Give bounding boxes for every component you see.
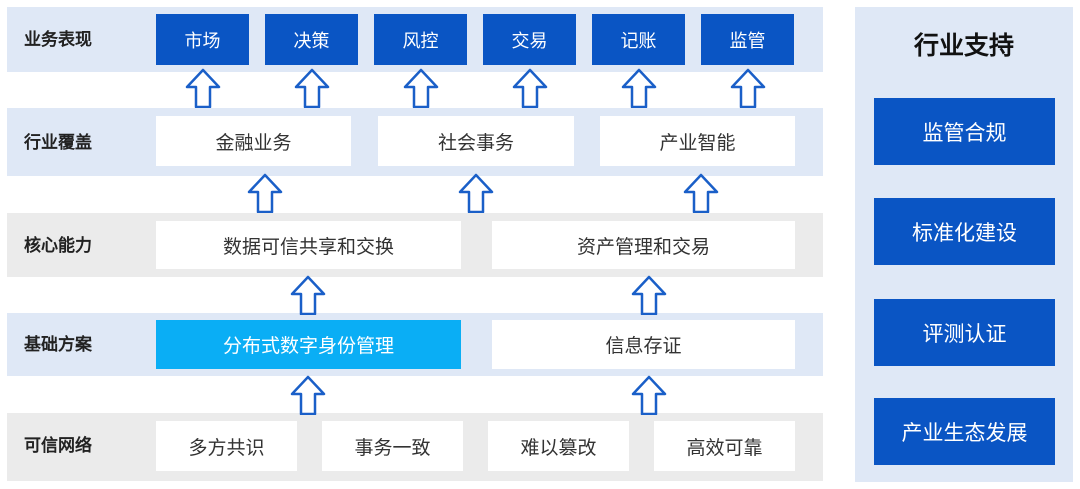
up-arrow-icon <box>290 375 326 415</box>
network-box-consistency: 事务一致 <box>322 421 463 471</box>
up-arrow-icon <box>247 173 283 213</box>
row-label-core: 核心能力 <box>24 236 92 256</box>
industry-box-intelligence: 产业智能 <box>600 116 795 166</box>
up-arrow-icon <box>512 68 548 108</box>
up-arrow-icon <box>683 173 719 213</box>
core-box-data-sharing: 数据可信共享和交换 <box>156 221 461 269</box>
up-arrow-icon <box>631 375 667 415</box>
row-label-foundation: 基础方案 <box>24 335 92 355</box>
foundation-box-did: 分布式数字身份管理 <box>156 320 461 369</box>
core-box-asset-management: 资产管理和交易 <box>492 221 795 269</box>
network-box-consensus: 多方共识 <box>156 421 297 471</box>
up-arrow-icon <box>185 68 221 108</box>
up-arrow-icon <box>290 275 326 315</box>
row-label-industry: 行业覆盖 <box>24 133 92 153</box>
business-box-market: 市场 <box>156 14 249 65</box>
support-title: 行业支持 <box>913 31 1014 60</box>
industry-box-finance: 金融业务 <box>156 116 351 166</box>
up-arrow-icon <box>631 275 667 315</box>
business-box-decision: 决策 <box>265 14 358 65</box>
business-box-bookkeeping: 记账 <box>592 14 685 65</box>
support-box-standards: 标准化建设 <box>874 198 1055 265</box>
up-arrow-icon <box>621 68 657 108</box>
network-box-tamper-proof: 难以篡改 <box>488 421 629 471</box>
business-box-trading: 交易 <box>483 14 576 65</box>
row-label-network: 可信网络 <box>24 436 92 456</box>
up-arrow-icon <box>403 68 439 108</box>
support-box-certification: 评测认证 <box>874 299 1055 366</box>
network-box-reliable: 高效可靠 <box>654 421 795 471</box>
up-arrow-icon <box>730 68 766 108</box>
support-box-compliance: 监管合规 <box>874 98 1055 165</box>
row-label-business: 业务表现 <box>24 30 92 50</box>
support-box-ecosystem: 产业生态发展 <box>874 398 1055 465</box>
business-box-supervision: 监管 <box>701 14 794 65</box>
industry-box-social: 社会事务 <box>378 116 574 166</box>
up-arrow-icon <box>294 68 330 108</box>
up-arrow-icon <box>458 173 494 213</box>
foundation-box-evidence: 信息存证 <box>492 320 795 369</box>
business-box-risk-control: 风控 <box>374 14 467 65</box>
